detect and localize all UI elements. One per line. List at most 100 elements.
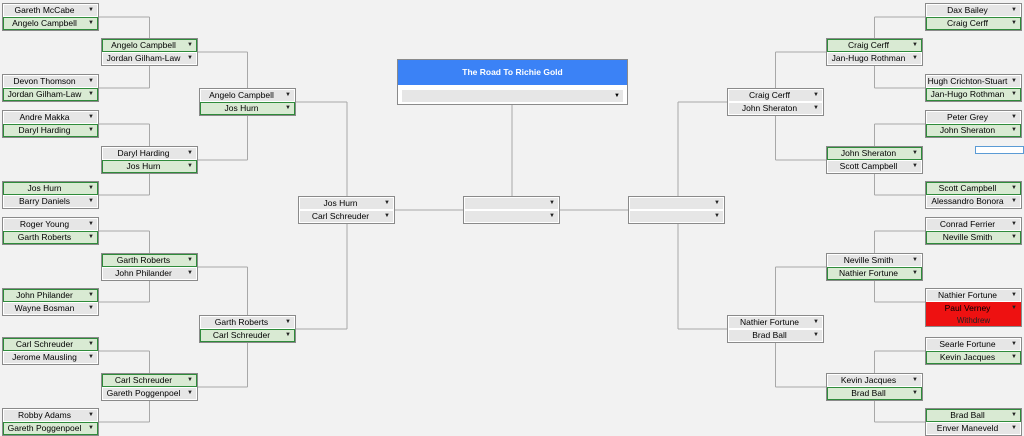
player-select[interactable]: Scott Campbell▼ (827, 160, 922, 173)
player-select[interactable]: Searle Fortune ▼ (926, 338, 1021, 351)
player-select[interactable]: Gareth Poggenpoel▼ (102, 387, 197, 400)
right-r1-match-5: Conrad Ferrier▼Neville Smith▼ (925, 217, 1022, 245)
player-select[interactable]: Jordan Gilham-Law▼ (3, 88, 98, 101)
player-select[interactable]: Kevin Jacques▼ (926, 351, 1021, 364)
player-select[interactable]: Alessandro Bonora▼ (926, 195, 1021, 208)
player-select[interactable]: Peter Grey▼ (926, 111, 1021, 124)
player-select[interactable]: Paul Verney▼ (926, 302, 1021, 315)
dropdown-arrow-icon: ▼ (813, 92, 819, 98)
dropdown-arrow-icon: ▼ (187, 150, 193, 156)
player-select[interactable]: Jos Hurn▼ (3, 182, 98, 195)
left-r2-match-2: Daryl Harding▼Jos Hurn▼ (101, 146, 198, 174)
dropdown-arrow-icon: ▼ (1011, 425, 1017, 431)
player-name: Peter Grey (946, 112, 989, 122)
player-select[interactable]: Garth Roberts▼ (3, 231, 98, 244)
player-select[interactable]: Daryl Harding▼ (102, 147, 197, 160)
player-select[interactable]: Jordan Gilham-Law▼ (102, 52, 197, 65)
player-select[interactable]: ▼ (464, 197, 559, 210)
player-select[interactable]: John Sheraton▼ (728, 102, 823, 115)
player-select[interactable]: Andre Makka▼ (3, 111, 98, 124)
dropdown-arrow-icon: ▼ (714, 213, 720, 219)
player-select[interactable]: Gareth Poggenpoel▼ (3, 422, 98, 435)
player-name: Jordan Gilham-Law (106, 53, 181, 63)
player-select[interactable]: Barry Daniels▼ (3, 195, 98, 208)
player-select[interactable]: Neville Smith▼ (926, 231, 1021, 244)
player-name: John Sheraton (741, 103, 798, 113)
player-select[interactable]: Jerome Mausling▼ (3, 351, 98, 364)
player-select[interactable]: Craig Cerff▼ (926, 17, 1021, 30)
player-select[interactable]: Carl Schreuder▼ (102, 374, 197, 387)
player-select[interactable]: Carl Schreuder▼ (3, 338, 98, 351)
player-select[interactable]: Craig Cerff▼ (728, 89, 823, 102)
player-select[interactable]: Nathier Fortune▼ (827, 267, 922, 280)
player-name: Wayne Bosman (14, 303, 75, 313)
dropdown-arrow-icon: ▼ (614, 93, 620, 99)
player-select[interactable]: Brad Ball▼ (728, 329, 823, 342)
player-select[interactable]: John Philander▼ (3, 289, 98, 302)
player-select[interactable]: Jos Hurn▼ (299, 197, 394, 210)
player-name: Searle Fortune (939, 339, 996, 349)
left-r1-match-1: Gareth McCabe▼Angelo Campbell▼ (2, 3, 99, 31)
blank-input-box[interactable] (975, 146, 1024, 154)
player-select[interactable]: Neville Smith▼ (827, 254, 922, 267)
dropdown-arrow-icon: ▼ (1011, 7, 1017, 13)
player-select[interactable]: Garth Roberts▼ (102, 254, 197, 267)
player-select[interactable]: ▼ (629, 210, 724, 223)
player-select[interactable]: Jos Hurn▼ (200, 102, 295, 115)
dropdown-arrow-icon: ▼ (285, 92, 291, 98)
player-name: Gareth McCabe (14, 5, 75, 15)
player-select[interactable]: Roger Young▼ (3, 218, 98, 231)
dropdown-arrow-icon: ▼ (187, 390, 193, 396)
player-name: John Philander (115, 268, 172, 278)
dropdown-arrow-icon: ▼ (88, 412, 94, 418)
final-winner-select[interactable]: ▼ (401, 89, 624, 103)
left-r2-match-3: Garth Roberts▼John Philander▼ (101, 253, 198, 281)
right-r2-match-3: Neville Smith▼Nathier Fortune▼ (826, 253, 923, 281)
player-select[interactable]: John Philander▼ (102, 267, 197, 280)
player-select[interactable]: Brad Ball▼ (827, 387, 922, 400)
player-select[interactable]: Scott Campbell▼ (926, 182, 1021, 195)
player-select[interactable]: Angelo Campbell▼ (102, 39, 197, 52)
player-select[interactable]: Brad Ball▼ (926, 409, 1021, 422)
player-select[interactable]: Jos Hurn▼ (102, 160, 197, 173)
player-select[interactable]: Gareth McCabe▼ (3, 4, 98, 17)
player-select[interactable]: Daryl Harding▼ (3, 124, 98, 137)
dropdown-arrow-icon: ▼ (88, 354, 94, 360)
player-select[interactable]: ▼ (464, 210, 559, 223)
right-r1-match-2: Hugh Crichton-Stuart▼Jan-Hugo Rothman▼ (925, 74, 1022, 102)
player-select[interactable]: Angelo Campbell▼ (3, 17, 98, 30)
player-select[interactable]: Nathier Fortune▼ (728, 316, 823, 329)
dropdown-arrow-icon: ▼ (187, 163, 193, 169)
player-select[interactable]: Jan-Hugo Rothman▼ (827, 52, 922, 65)
player-select[interactable]: Hugh Crichton-Stuart▼ (926, 75, 1021, 88)
dropdown-arrow-icon: ▼ (1011, 341, 1017, 347)
player-select[interactable]: John Sheraton▼ (827, 147, 922, 160)
player-select[interactable]: ▼ (629, 197, 724, 210)
player-select[interactable]: Dax Bailey▼ (926, 4, 1021, 17)
player-select[interactable]: Enver Maneveld▼ (926, 422, 1021, 435)
player-select[interactable]: Carl Schreuder▼ (299, 210, 394, 223)
player-select[interactable]: Devon Thomson▼ (3, 75, 98, 88)
player-select[interactable]: Craig Cerff▼ (827, 39, 922, 52)
left-r2-match-4: Carl Schreuder▼Gareth Poggenpoel▼ (101, 373, 198, 401)
player-name: Jos Hurn (323, 198, 358, 208)
player-select[interactable]: Kevin Jacques▼ (827, 374, 922, 387)
player-name: Angelo Campbell (209, 90, 274, 100)
dropdown-arrow-icon: ▼ (1011, 305, 1017, 311)
dropdown-arrow-icon: ▼ (88, 127, 94, 133)
player-select[interactable]: Conrad Ferrier▼ (926, 218, 1021, 231)
player-select[interactable]: Angelo Campbell ▼ (200, 89, 295, 102)
dropdown-arrow-icon: ▼ (88, 185, 94, 191)
player-select[interactable]: Carl Schreuder▼ (200, 329, 295, 342)
player-select[interactable]: Wayne Bosman▼ (3, 302, 98, 315)
player-select[interactable]: John Sheraton▼ (926, 124, 1021, 137)
player-select[interactable]: Garth Roberts▼ (200, 316, 295, 329)
right-r1-match-1: Dax Bailey▼Craig Cerff▼ (925, 3, 1022, 31)
player-select[interactable]: Robby Adams ▼ (3, 409, 98, 422)
player-name: Scott Campbell (938, 183, 997, 193)
player-select[interactable]: Nathier Fortune▼ (926, 289, 1021, 302)
player-select[interactable]: Jan-Hugo Rothman▼ (926, 88, 1021, 101)
dropdown-arrow-icon: ▼ (912, 257, 918, 263)
player-name: Robby Adams (18, 410, 71, 420)
player-name: Gareth Poggenpoel (7, 423, 82, 433)
